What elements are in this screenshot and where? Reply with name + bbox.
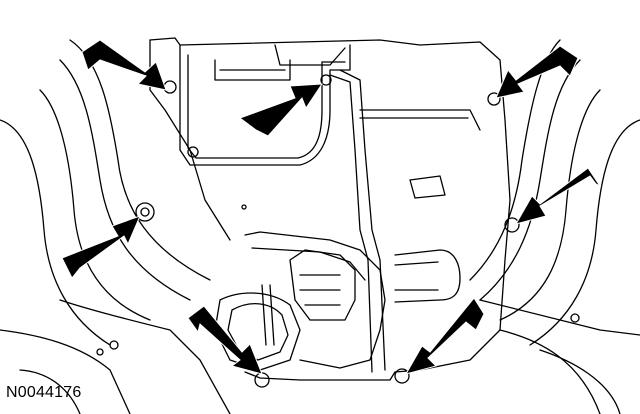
arrow-icon: [81, 39, 167, 91]
arrow-icon: [404, 297, 485, 375]
line-art: [0, 37, 640, 414]
arrows: [61, 39, 602, 375]
arrow-icon: [238, 83, 323, 137]
figure-caption: N0044176: [6, 384, 82, 401]
arrow-icon: [187, 305, 263, 375]
arrow-icon: [495, 45, 579, 99]
arrow-icon: [514, 167, 602, 225]
arrow-icon: [61, 215, 141, 279]
